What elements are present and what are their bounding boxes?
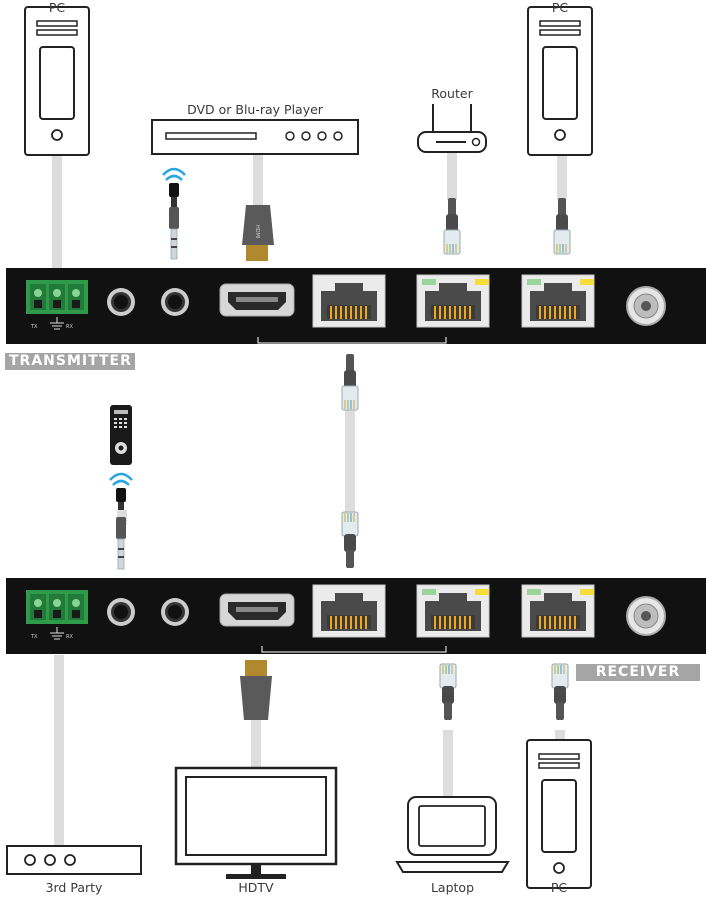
coax-port	[626, 286, 666, 326]
coax-port	[626, 596, 666, 636]
third-party-device-icon	[6, 845, 142, 875]
hdmi-plug-icon: HDMI	[242, 205, 274, 261]
pc-tower-icon	[526, 739, 592, 889]
transmitter-unit	[6, 268, 706, 344]
ir-port	[161, 598, 189, 626]
rx-label: RX	[66, 324, 73, 330]
pc-tower-icon	[24, 6, 90, 156]
receiver-banner: RECEIVER	[576, 664, 700, 681]
ethernet-plug-icon	[439, 663, 457, 721]
rs232-terminal-icon	[26, 280, 88, 314]
ir-emitter-icon	[162, 167, 186, 260]
label-router: Router	[431, 86, 473, 101]
hdmi-port	[219, 593, 295, 627]
tx-label: TX	[31, 324, 38, 330]
ir-port	[107, 598, 135, 626]
transmitter-banner: TRANSMITTER	[5, 353, 135, 370]
rj45-port	[312, 274, 386, 328]
label-pc-bottom-right: PC	[550, 880, 568, 895]
ir-port	[161, 288, 189, 316]
label-pc-top-left: PC	[48, 0, 66, 15]
hdmi-port	[219, 283, 295, 317]
ethernet-plug-icon	[341, 353, 359, 411]
ir-port	[107, 288, 135, 316]
label-dvd-player: DVD or Blu-ray Player	[187, 102, 323, 117]
tx-label: TX	[31, 634, 38, 640]
receiver-unit	[6, 578, 706, 654]
ethernet-plug-icon	[443, 197, 461, 255]
hdmi-plug-icon	[240, 660, 272, 720]
ir-receiver-icon	[109, 472, 133, 570]
ethernet-plug-icon	[551, 663, 569, 721]
label-hdtv: HDTV	[238, 880, 274, 895]
rs232-terminal-icon	[26, 590, 88, 624]
laptop-icon	[395, 796, 510, 873]
rx-label: RX	[66, 634, 73, 640]
pc-tower-icon	[527, 6, 593, 156]
ethernet-plug-icon	[341, 511, 359, 569]
pc-bottom-right	[526, 739, 592, 889]
rj45-port	[312, 584, 386, 638]
svg-text:HDMI: HDMI	[254, 225, 260, 238]
pc-top-right	[527, 6, 593, 156]
ethernet-plug-icon	[553, 197, 571, 255]
tv-icon	[174, 766, 338, 879]
pc-top-left	[24, 6, 90, 156]
remote-control-icon	[110, 405, 132, 465]
label-laptop: Laptop	[430, 880, 475, 895]
label-third-party: 3rd Party	[45, 880, 103, 895]
label-pc-top-right: PC	[551, 0, 569, 15]
dvd-player-icon	[151, 119, 359, 155]
router-icon	[417, 104, 487, 153]
